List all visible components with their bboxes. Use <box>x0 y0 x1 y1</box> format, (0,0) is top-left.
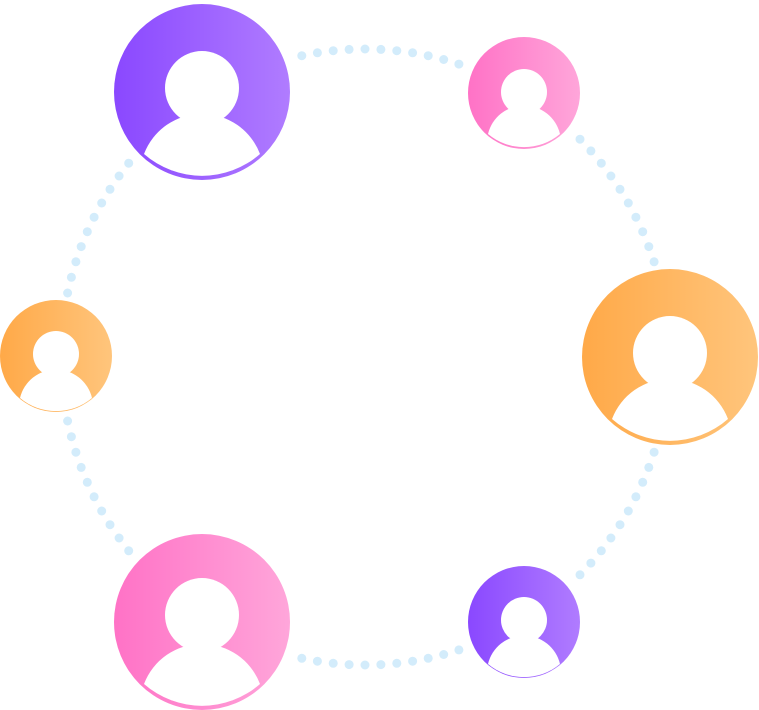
connection-dot <box>408 656 418 666</box>
connection-dot <box>638 227 648 237</box>
avatar-bottom-left <box>114 534 290 710</box>
avatar-top-left <box>114 4 290 180</box>
connection-dot <box>76 462 86 472</box>
connection-dot <box>623 506 633 516</box>
user-avatar-icon <box>612 316 728 441</box>
connection-dot <box>575 570 585 580</box>
connection-dot <box>297 51 307 61</box>
connection-dot <box>644 242 654 252</box>
connection-dot <box>97 198 107 208</box>
avatar-right <box>582 269 758 445</box>
connection-dot <box>66 432 76 442</box>
connection-dot <box>105 184 115 194</box>
connection-dot <box>124 158 134 168</box>
user-avatar-icon <box>144 578 260 706</box>
connection-dots <box>63 44 659 670</box>
connection-dot <box>649 257 659 267</box>
connection-dot <box>344 660 354 670</box>
connection-dot <box>360 44 370 54</box>
connection-dot <box>606 533 616 543</box>
connection-dot <box>376 660 386 670</box>
connection-dot <box>114 533 124 543</box>
connection-dot <box>586 558 596 568</box>
connection-dot <box>66 272 76 282</box>
connection-dot <box>297 653 307 663</box>
connection-dot <box>649 447 659 457</box>
connection-dot <box>623 198 633 208</box>
connection-dot <box>82 227 92 237</box>
connection-dot <box>71 447 81 457</box>
connection-dot <box>615 184 625 194</box>
connection-dot <box>454 645 464 655</box>
connection-dot <box>328 658 338 668</box>
connection-dot <box>89 212 99 222</box>
connection-dot <box>89 492 99 502</box>
connection-dot <box>631 212 641 222</box>
connection-dot <box>638 477 648 487</box>
connection-dot <box>596 546 606 556</box>
connection-dot <box>423 51 433 61</box>
avatar-left <box>0 300 112 412</box>
connection-dot <box>454 59 464 69</box>
user-avatar-icon <box>20 331 92 412</box>
connection-dot <box>606 171 616 181</box>
connection-dot <box>124 546 134 556</box>
connection-dot <box>328 46 338 56</box>
connection-dot <box>312 656 322 666</box>
connection-dot <box>312 48 322 58</box>
user-avatar-icon <box>144 51 260 176</box>
connection-dot <box>114 171 124 181</box>
connection-dot <box>63 288 73 298</box>
connection-dot <box>63 416 73 426</box>
connection-dot <box>344 44 354 54</box>
connection-dot <box>360 660 370 670</box>
connection-dot <box>631 492 641 502</box>
user-avatar-icon <box>488 597 560 678</box>
connection-dot <box>615 520 625 530</box>
connection-dot <box>392 46 402 56</box>
user-avatar-icon <box>488 69 560 148</box>
connection-dot <box>408 48 418 58</box>
connection-dot <box>76 242 86 252</box>
connection-dot <box>105 520 115 530</box>
connection-dot <box>644 462 654 472</box>
connection-dot <box>376 44 386 54</box>
avatar-top-right <box>468 37 580 149</box>
connection-dot <box>575 134 585 144</box>
connection-dot <box>82 477 92 487</box>
connection-dot <box>97 506 107 516</box>
connection-dot <box>596 158 606 168</box>
connection-dot <box>423 653 433 663</box>
connection-dot <box>71 257 81 267</box>
connection-dot <box>439 55 449 64</box>
avatar-bottom-right <box>468 566 580 678</box>
connection-dot <box>392 658 402 668</box>
connection-dot <box>439 650 449 659</box>
connection-dot <box>586 146 596 156</box>
